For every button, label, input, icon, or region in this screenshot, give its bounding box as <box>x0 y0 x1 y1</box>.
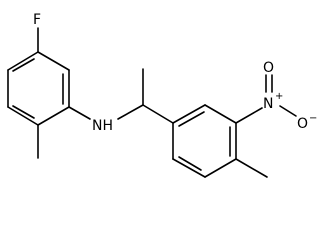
bond <box>172 104 206 124</box>
structure-drawing: F NH N + O <box>7 12 317 178</box>
bond <box>37 51 70 71</box>
double-bond-inner <box>178 156 202 171</box>
fluorine-label: F <box>33 12 41 28</box>
nitro-nitrogen-label: N <box>263 96 273 112</box>
left-aromatic-ring <box>7 51 70 126</box>
bond <box>37 106 70 126</box>
double-bond-inner <box>178 111 205 127</box>
bond-methine-to-ring <box>142 104 174 124</box>
bond <box>204 104 237 124</box>
bond <box>172 158 206 178</box>
bond-ring-to-amine <box>68 106 91 120</box>
nitro-negative-charge: − <box>309 113 317 124</box>
double-bond-inner <box>12 105 35 119</box>
nitro-oxygen-right-label: O <box>297 116 308 132</box>
amine-label: NH <box>92 118 113 134</box>
nitro-oxygen-top-label: O <box>263 60 274 76</box>
double-bond-inner <box>12 58 35 72</box>
nitro-single-bond <box>279 105 297 117</box>
bond-ring-to-nitro <box>235 107 263 124</box>
bond <box>7 106 39 126</box>
molecule-canvas: F NH N + O <box>7 12 318 178</box>
bond <box>204 158 237 178</box>
nitro-positive-charge: + <box>275 91 283 102</box>
methyl-bond-right <box>235 158 268 178</box>
right-aromatic-ring <box>172 104 237 178</box>
bond <box>7 51 39 71</box>
bond-amine-to-methine <box>117 104 144 120</box>
